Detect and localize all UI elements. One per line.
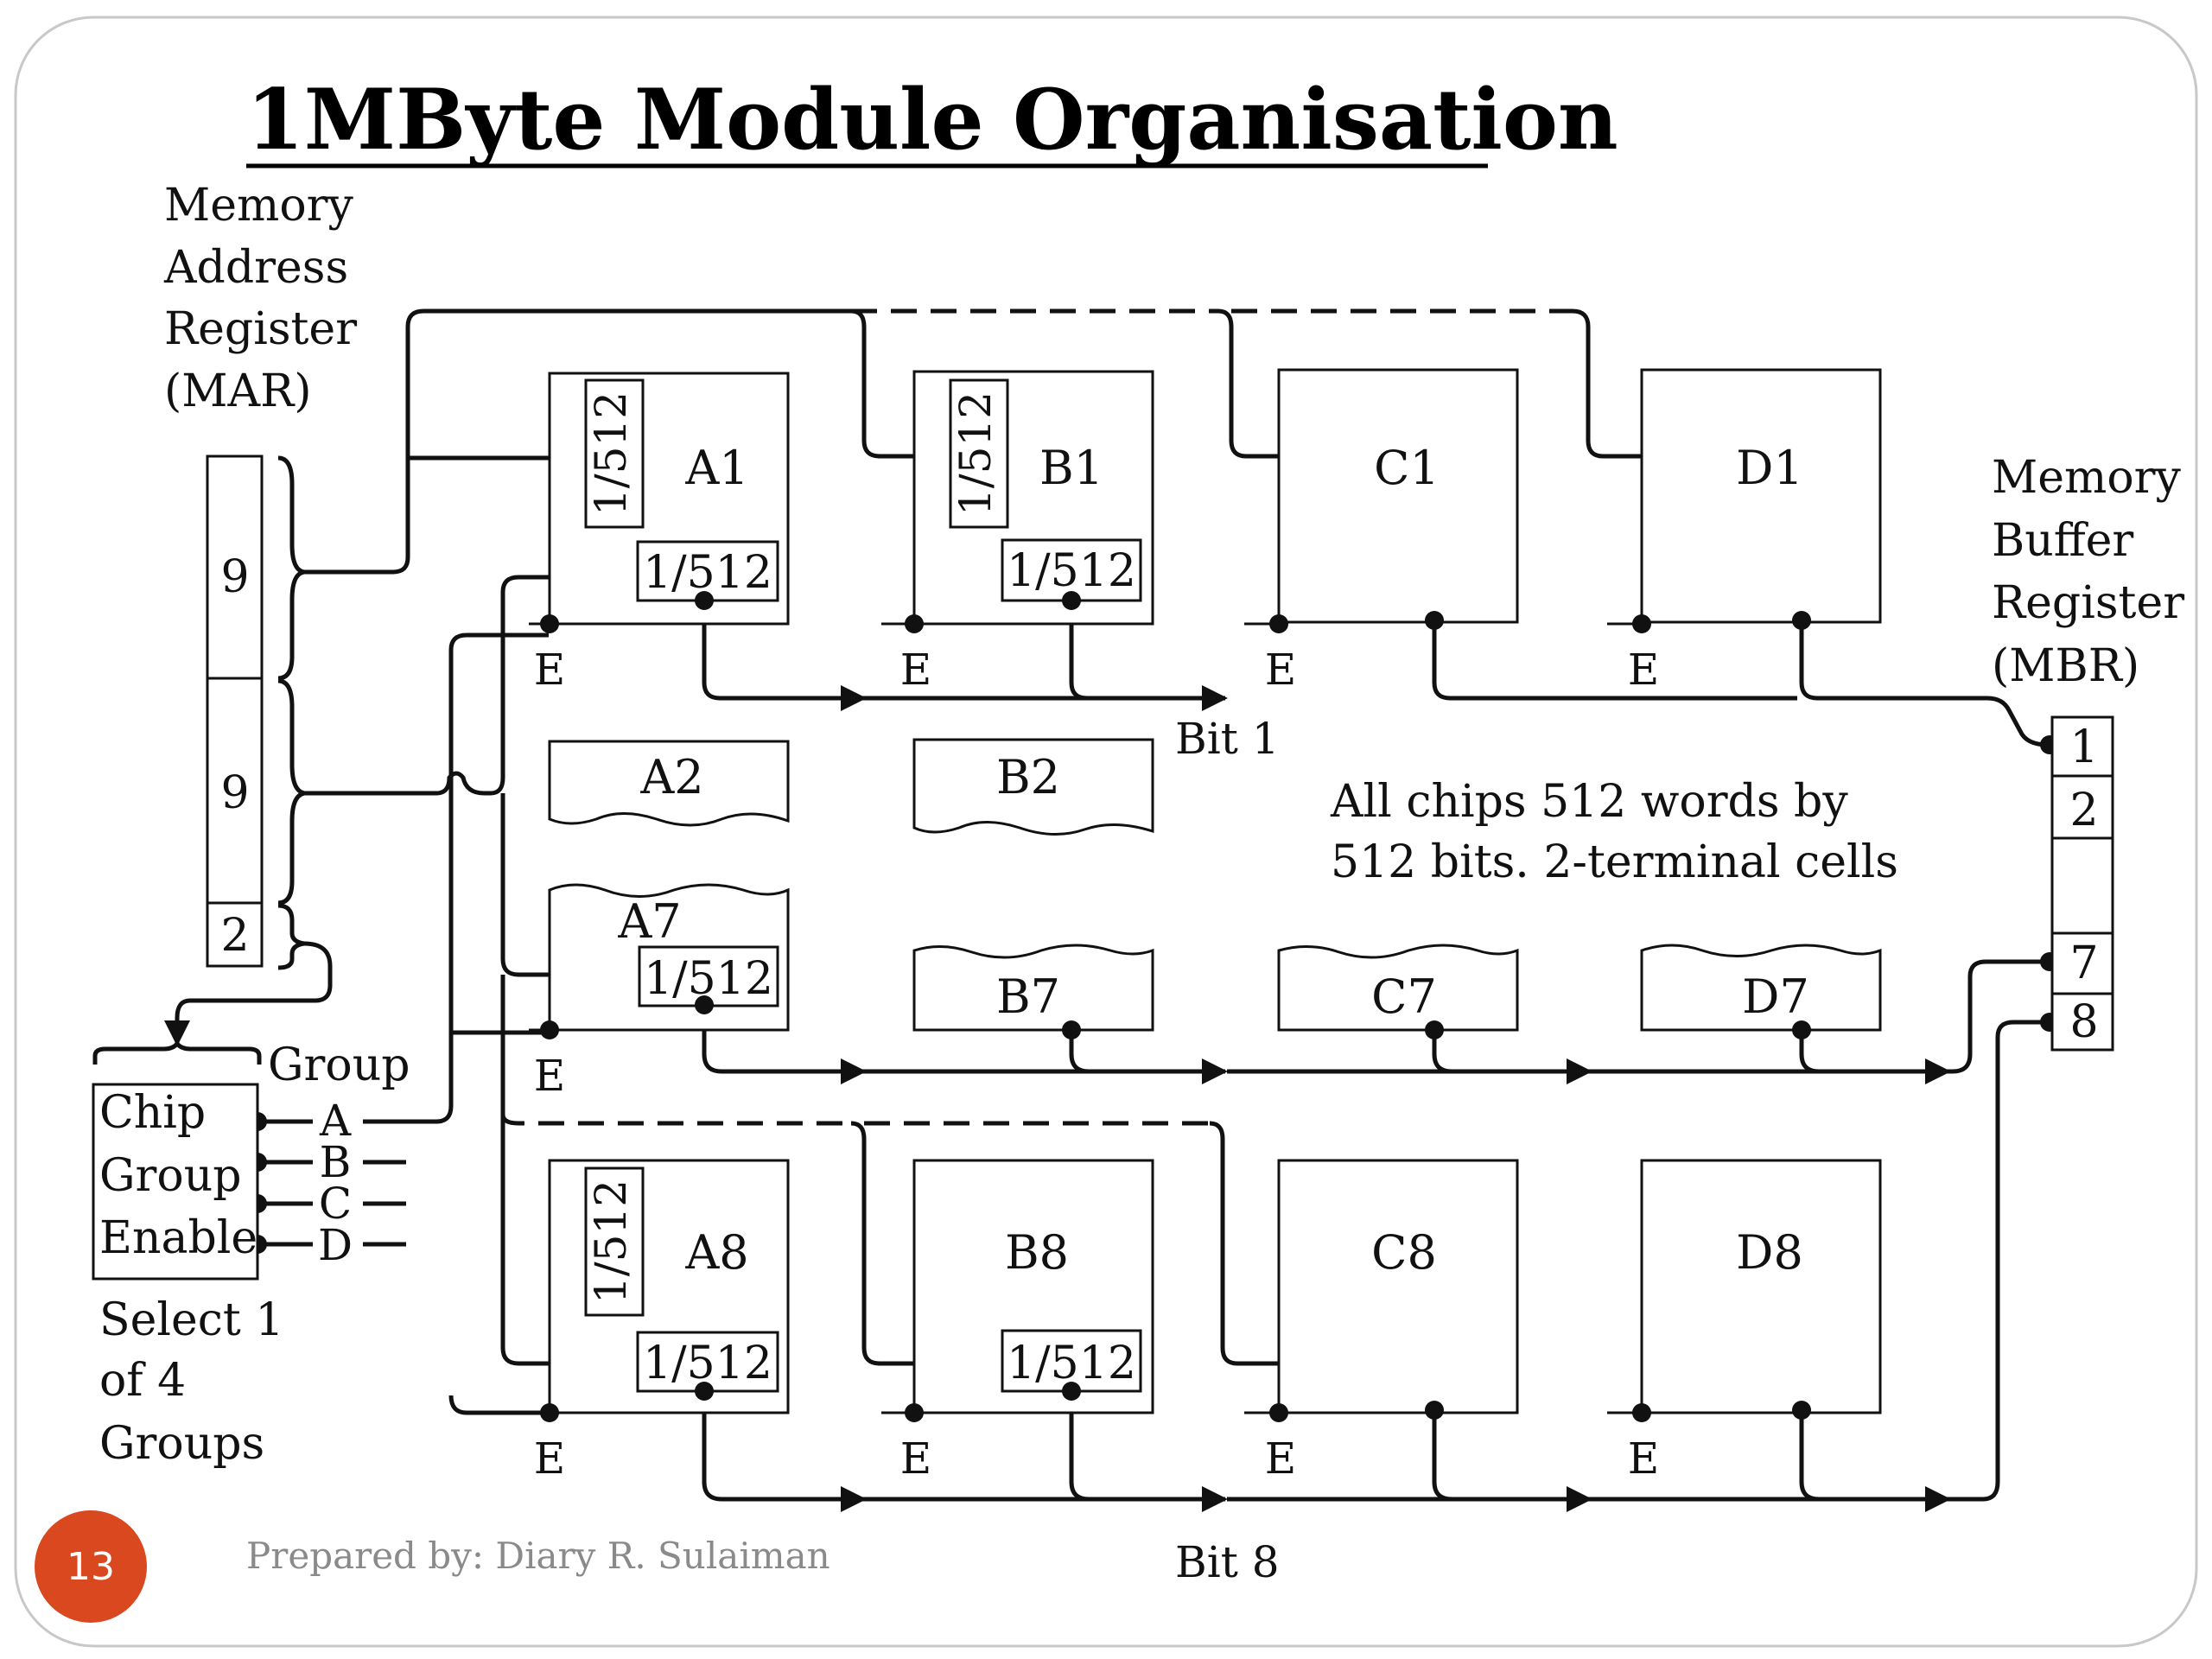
chip [548,740,790,827]
address-wiring [92,308,2050,1512]
row-decoder-label: 1/512 [950,391,1001,516]
bit-1-label: Bit 1 [1175,714,1280,764]
chip-group-enable-line: Group [99,1150,241,1202]
mbr-bit: 2 [2069,785,2098,836]
group-line-label: C [319,1179,352,1229]
chip-group-enable: Group Chip Group Enable A B C D Select 1… [92,1039,410,1470]
column-decoder-label: 1/512 [643,1338,772,1389]
enable-label: E [1265,645,1297,695]
column-decoder-label: 1/512 [644,953,773,1005]
enable-label: E [900,1433,932,1484]
mbr-label-line: (MBR) [1992,640,2139,692]
chip-label: C1 [1374,441,1440,495]
chip-row-bit-2: A2 B2 [548,738,1154,836]
mar-label-line: Register [164,303,357,355]
chip-label: A2 [639,750,703,804]
mbr-register: 1 2 7 8 [2050,715,2114,1052]
group-line-label: B [320,1137,352,1187]
mar-label: Memory Address Register (MAR) [163,180,357,417]
chip-note-line: All chips 512 words by [1330,776,1848,828]
chip-label: C7 [1371,969,1437,1024]
mar-field-high: 9 [220,551,249,603]
slide-frame [14,16,2198,1648]
mar-field-mid: 9 [220,767,249,819]
enable-label: E [900,645,932,695]
mbr-label: Memory Buffer Register (MBR) [1992,452,2184,692]
enable-label: E [1265,1433,1297,1484]
mbr-label-line: Buffer [1992,515,2133,567]
page-number-badge [35,1510,147,1623]
mar-label-line: (MAR) [164,365,312,417]
group-caption-line: Groups [99,1418,264,1470]
chip [1277,944,1519,1032]
mar-label-line: Address [163,242,348,294]
mbr-label-line: Register [1992,577,2184,629]
chip-group-enable-line: Chip [99,1087,206,1139]
page-title: 1MByte Module Organisation [246,71,1618,168]
enable-label: E [1628,1433,1660,1484]
page-number: 13 [67,1545,115,1589]
group-caption-line: Select 1 [99,1294,283,1346]
column-decoder-label: 1/512 [1007,1338,1136,1389]
enable-label: E [1628,645,1660,695]
chip-label: A7 [617,894,681,949]
mbr-label-line: Memory [1992,452,2181,504]
mar-register: 9 9 2 [206,454,305,970]
chip-label: D7 [1742,969,1809,1024]
chip: 1/512 1/512 A1 [548,372,790,626]
chip-group-enable-line: Enable [99,1212,257,1264]
chip-label: B7 [996,969,1060,1024]
chip-note-line: 512 bits. 2-terminal cells [1331,836,1898,888]
chip: D8 [1640,1159,1882,1414]
row-decoder-label: 1/512 [586,1179,636,1304]
group-line-label: D [318,1220,353,1270]
chip-label: A8 [684,1225,748,1280]
chip-label: B8 [1005,1225,1069,1280]
enable-labels: E E E E E E E E E [534,645,1660,1484]
chip-row-bit-7: 1/512 A7 B7 C7 D7 [548,883,1882,1032]
column-decoder-label: 1/512 [1007,545,1136,597]
chip-row-bit-8: 1/512 1/512 A8 1/512 B8 C8 D8 [548,1159,1882,1414]
mbr-bit: 1 [2069,721,2098,773]
chip-label: A1 [684,441,748,495]
chip-row-bit-1: 1/512 1/512 A1 1/512 1/512 B1 C1 D1 [548,368,1882,626]
enable-label: E [534,1051,566,1101]
chip [912,738,1154,836]
mbr-bit: 8 [2069,996,2098,1048]
chip: D1 [1640,368,1882,624]
enable-label: E [534,1433,566,1484]
group-line-label: A [319,1096,352,1146]
chip: 1/512 1/512 A8 [548,1159,790,1414]
mbr-bit: 7 [2069,938,2098,989]
chip-label: B1 [1039,441,1103,495]
chip: C1 [1277,368,1519,624]
chip [1640,944,1882,1032]
row-decoder-label: 1/512 [586,391,636,516]
mar-field-low: 2 [220,910,249,962]
enable-label: E [534,645,566,695]
footer-credit: Prepared by: Diary R. Sulaiman [246,1535,830,1577]
chip-label: D1 [1736,441,1803,495]
group-heading: Group [268,1039,410,1091]
group-caption-line: of 4 [99,1355,186,1407]
mar-label-line: Memory [164,180,353,232]
chip-label: D8 [1736,1225,1803,1280]
chip [912,944,1154,1032]
chip: 1/512 B8 [912,1159,1154,1414]
chip: C8 [1277,1159,1519,1414]
chip: 1/512 1/512 B1 [912,370,1154,626]
chip-label: C8 [1371,1225,1437,1280]
column-decoder-label: 1/512 [643,547,772,599]
bit-8-label: Bit 8 [1175,1537,1280,1587]
chip-label: B2 [996,750,1060,804]
